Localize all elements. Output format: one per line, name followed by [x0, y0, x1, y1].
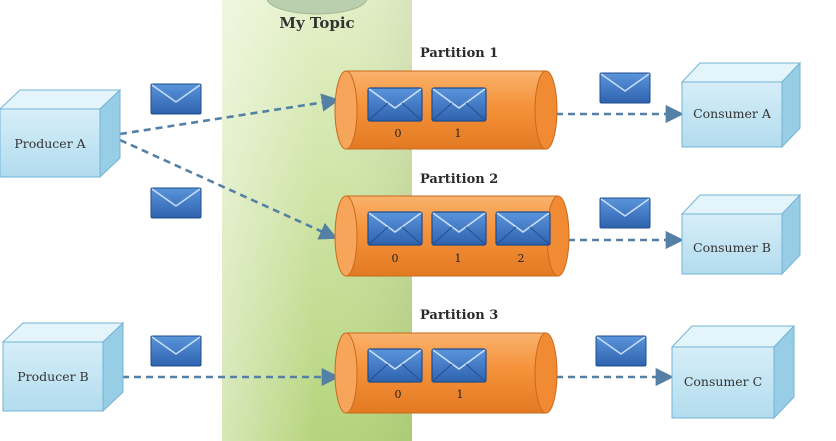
- producer-a-label: Producer A: [14, 136, 86, 151]
- in-flight-message-producer-b: [150, 335, 202, 367]
- in-flight-message-producer-a-1: [150, 83, 202, 115]
- in-flight-message-consumer-a: [599, 72, 651, 104]
- partition-1-offset-1: 1: [455, 127, 462, 140]
- partition-1-offset-0: 0: [395, 127, 402, 140]
- partition-3-message-0: [367, 348, 423, 383]
- partition-2-offset-0: 0: [392, 252, 399, 265]
- partition-1-label: Partition 1: [420, 46, 498, 61]
- partition-1-message-1: [431, 87, 487, 122]
- consumer-a-box: Consumer A: [680, 61, 802, 149]
- partition-2-label: Partition 2: [420, 172, 498, 187]
- consumer-b-label: Consumer B: [693, 240, 771, 255]
- partition-3-label: Partition 3: [420, 308, 498, 323]
- topic-title: My Topic: [279, 14, 354, 32]
- producer-a-box: Producer A: [0, 88, 122, 179]
- partition-3-offset-0: 0: [395, 388, 402, 401]
- partition-3-offset-1: 1: [457, 388, 464, 401]
- producer-b-box: Producer B: [1, 321, 125, 413]
- consumer-b-box: Consumer B: [680, 193, 802, 276]
- partition-2-message-0: [367, 211, 423, 246]
- partition-2-offset-1: 1: [455, 252, 462, 265]
- producer-b-label: Producer B: [17, 369, 89, 384]
- flow-arrows: [119, 93, 684, 387]
- arrow-producer-a-to-partition-2: [119, 138, 338, 240]
- consumer-c-label: Consumer C: [684, 374, 762, 389]
- partition-2-message-1: [431, 211, 487, 246]
- consumer-a-label: Consumer A: [693, 106, 772, 121]
- consumer-c-box: Consumer C: [670, 324, 796, 420]
- partition-1-message-0: [367, 87, 423, 122]
- in-flight-message-consumer-b: [599, 197, 651, 229]
- partition-2-offset-2: 2: [518, 252, 525, 265]
- in-flight-message-producer-a-2: [150, 187, 202, 219]
- arrow-producer-a-to-partition-1: [119, 93, 340, 136]
- topic-cylinder-top: [266, 0, 368, 15]
- partition-3-message-1: [431, 348, 487, 383]
- in-flight-message-consumer-c: [595, 335, 647, 367]
- partition-2-message-2: [495, 211, 551, 246]
